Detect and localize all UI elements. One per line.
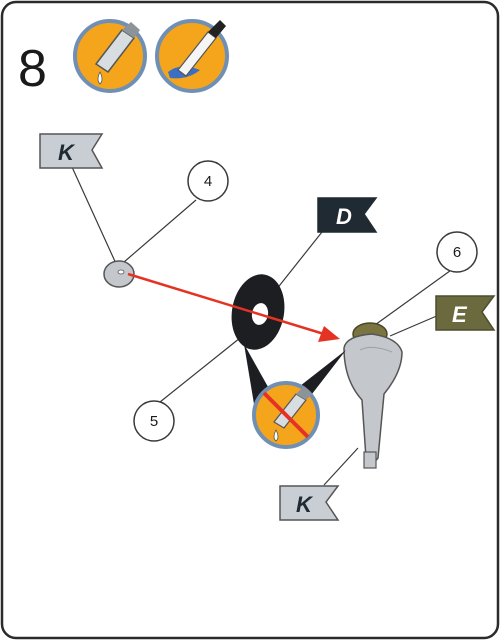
callout-4: 4 bbox=[187, 160, 229, 202]
part-k-handle bbox=[343, 333, 403, 469]
glue-dropper-icon bbox=[73, 19, 147, 93]
flag-k-bottom-label: K bbox=[296, 492, 314, 517]
callout-5: 5 bbox=[133, 400, 175, 442]
flag-k-top-label: K bbox=[58, 140, 76, 165]
flag-d-label: D bbox=[336, 204, 352, 229]
assembly-arrow bbox=[127, 272, 340, 342]
callout-6: 6 bbox=[436, 231, 478, 273]
flag-d: D bbox=[317, 197, 378, 233]
callout-5-label: 5 bbox=[150, 413, 158, 430]
callout-4-label: 4 bbox=[204, 173, 212, 190]
flag-e-label: E bbox=[452, 302, 468, 327]
flag-e: E bbox=[435, 295, 496, 331]
no-glue-icon bbox=[244, 344, 346, 449]
step-number: 8 bbox=[18, 40, 47, 98]
paint-brush-icon bbox=[155, 19, 229, 93]
flag-k-top: K bbox=[39, 133, 104, 169]
flag-k-bottom: K bbox=[279, 485, 340, 521]
part-4-disc bbox=[103, 260, 135, 288]
callout-6-label: 6 bbox=[453, 244, 461, 261]
